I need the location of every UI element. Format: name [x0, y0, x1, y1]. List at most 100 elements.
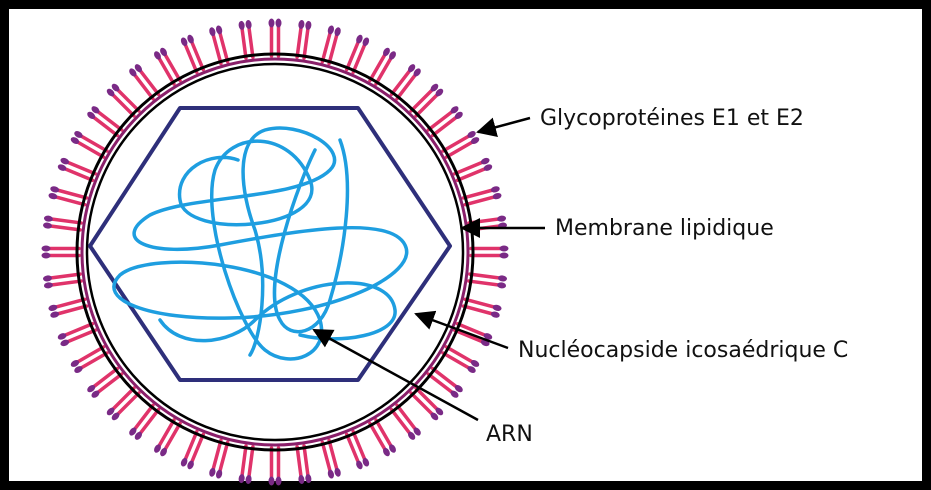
e1-head: [48, 192, 58, 200]
glycoprotein-spike: [411, 82, 445, 116]
e1-head: [490, 185, 500, 193]
glycoprotein-spike: [153, 420, 180, 457]
membrane-outer-ring: [77, 54, 473, 450]
glycoprotein-spike: [471, 246, 509, 259]
e2-stalk: [297, 447, 301, 477]
e1-head: [500, 246, 509, 252]
e2-head: [327, 469, 335, 479]
rna-strand: [114, 128, 407, 359]
glycoprotein-spike: [238, 20, 253, 58]
e1-head: [245, 475, 252, 485]
glycoprotein-spike: [43, 274, 81, 289]
glycoprotein-spike: [269, 19, 282, 57]
e1-head: [43, 222, 53, 229]
e1-stalk: [392, 71, 410, 95]
e2-stalk: [370, 423, 385, 449]
e2-stalk: [135, 405, 153, 429]
membrane-middle-ring: [82, 59, 468, 445]
e2-stalk: [94, 369, 118, 387]
e2-stalk: [50, 274, 80, 278]
glycoprotein-spike: [57, 324, 95, 348]
e2-stalk: [51, 219, 81, 223]
e1-head: [298, 20, 305, 30]
e1-stalk: [297, 27, 301, 57]
e2-head: [490, 311, 500, 319]
e2-head: [500, 253, 509, 259]
e1-head: [269, 19, 275, 28]
glycoprotein-spikes: [42, 19, 509, 486]
glycoprotein-spike: [128, 405, 159, 441]
glycoprotein-spike: [463, 299, 502, 318]
e1-stalk: [78, 142, 104, 157]
glycoprotein-spike: [180, 34, 204, 72]
e2-stalk: [304, 28, 308, 58]
glycoprotein-spike: [70, 347, 107, 374]
e2-head: [238, 474, 245, 484]
e1-head: [215, 469, 223, 479]
e1-head: [276, 477, 282, 486]
e2-stalk: [392, 410, 410, 434]
lipid-membrane: [77, 54, 473, 450]
e1-stalk: [443, 136, 469, 151]
glycoprotein-spike: [463, 185, 502, 204]
e2-head: [269, 477, 275, 486]
glycoprotein-spike: [443, 130, 480, 157]
e2-stalk: [159, 420, 174, 446]
e2-stalk: [443, 353, 469, 368]
glycoprotein-spike: [128, 63, 159, 99]
glycoprotein-spike: [269, 448, 282, 486]
glycoprotein-spike: [322, 440, 341, 479]
e1-head: [305, 474, 312, 484]
e2-stalk: [433, 117, 457, 135]
glycoprotein-spike: [57, 157, 95, 181]
e1-stalk: [140, 410, 158, 434]
glycoprotein-spike: [153, 47, 180, 84]
glycoprotein-spike: [238, 446, 253, 484]
e2-stalk: [411, 393, 432, 414]
membrane-label: Membrane lipidique: [555, 216, 774, 241]
e1-stalk: [469, 219, 499, 223]
e1-stalk: [376, 420, 391, 446]
e1-stalk: [50, 226, 80, 230]
e1-stalk: [159, 58, 174, 84]
e1-stalk: [94, 117, 118, 135]
glycoprotein-spike: [208, 440, 227, 479]
glycoprotein-spike: [105, 82, 139, 116]
e1-stalk: [470, 274, 500, 278]
e2-stalk: [463, 306, 492, 314]
e1-head: [492, 304, 502, 312]
e2-head: [215, 25, 223, 35]
e1-head: [498, 275, 508, 282]
e1-stalk: [428, 112, 452, 130]
e2-head: [497, 282, 507, 289]
e1-stalk: [411, 90, 432, 111]
e1-stalk: [135, 75, 153, 99]
e2-stalk: [78, 347, 104, 362]
e1-head: [238, 21, 245, 31]
e2-head: [50, 185, 60, 193]
glycoprotein-spike: [297, 446, 312, 484]
e1-head: [334, 467, 342, 477]
glycoprotein-spike: [370, 420, 397, 457]
glycoprotein-spike: [48, 299, 87, 318]
e2-stalk: [416, 95, 437, 116]
e2-stalk: [165, 55, 180, 81]
e2-head: [305, 21, 312, 31]
e1-stalk: [113, 95, 134, 116]
e2-head: [44, 215, 54, 222]
glycoprotein-spike: [48, 185, 87, 204]
e1-head: [44, 282, 54, 289]
glycoprotein-spike: [43, 215, 81, 230]
glycoprotein-spike: [370, 47, 397, 84]
e2-head: [48, 304, 58, 312]
e1-head: [497, 215, 507, 222]
e1-stalk: [242, 28, 246, 58]
glycoprotein-spike: [392, 405, 423, 441]
glycoprotein-spike: [455, 157, 493, 181]
e1-head: [327, 25, 335, 35]
nucleocapsid-label: Nucléocapside icosaédrique C: [518, 338, 848, 363]
glycoprotein-spike: [443, 347, 480, 374]
e2-head: [43, 275, 53, 282]
e2-head: [42, 246, 51, 252]
e1-stalk: [304, 446, 308, 476]
